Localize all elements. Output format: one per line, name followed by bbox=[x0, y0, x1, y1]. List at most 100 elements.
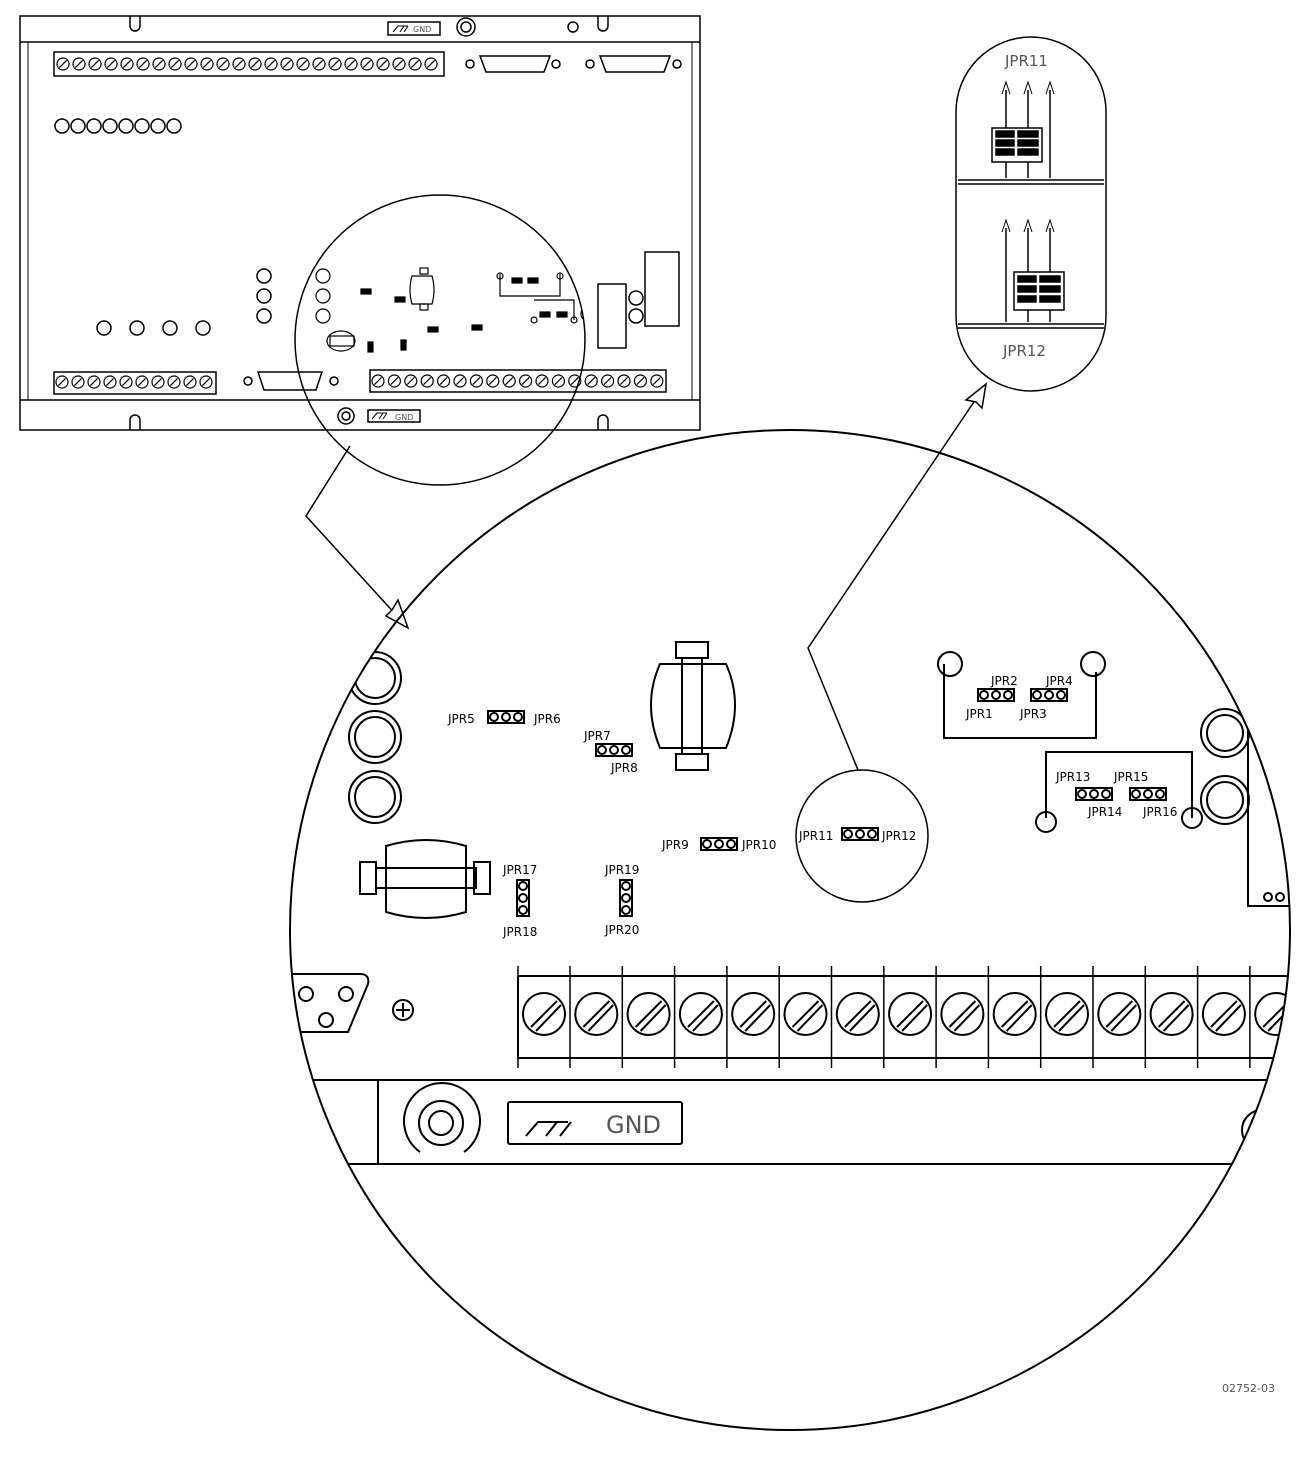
overview-terminal-screw bbox=[502, 374, 516, 388]
overview-terminal-screw bbox=[424, 57, 438, 71]
zoom-terminal-screw bbox=[835, 966, 885, 1068]
label-jpr16: JPR16 bbox=[1142, 805, 1177, 819]
label-jpr6: JPR6 bbox=[533, 712, 561, 726]
jumper-header-jpr17-18 bbox=[516, 879, 530, 917]
overview-terminal-screw bbox=[584, 374, 598, 388]
jumper-header-jpr13-14 bbox=[1075, 787, 1113, 801]
zoom-gnd-box bbox=[507, 1101, 683, 1145]
top-db9-right bbox=[585, 55, 682, 73]
zoom-circle bbox=[289, 429, 1291, 1431]
jumper-headers bbox=[487, 688, 1167, 917]
detail-arrow bbox=[807, 382, 988, 771]
zoom-terminal-screw bbox=[574, 966, 624, 1068]
overview-terminal-screw bbox=[328, 57, 342, 71]
label-jpr9: JPR9 bbox=[661, 838, 689, 852]
top-gnd-label-box bbox=[387, 21, 441, 36]
overview-terminal-screw bbox=[469, 374, 483, 388]
zoom-terminal-screw bbox=[888, 966, 937, 1068]
zoom-terminal-screw bbox=[940, 966, 990, 1068]
overview-terminal-screw bbox=[264, 57, 278, 71]
overview-terminal-screw bbox=[486, 374, 500, 388]
led bbox=[70, 118, 86, 134]
label-jpr12: JPR12 bbox=[881, 829, 916, 843]
overview-terminal-screw bbox=[232, 57, 246, 71]
overview-terminal-screw bbox=[404, 374, 418, 388]
led bbox=[118, 118, 134, 134]
zoom-terminal-screw bbox=[626, 966, 676, 1068]
led bbox=[166, 118, 182, 134]
label-jpr8: JPR8 bbox=[610, 761, 638, 775]
jpr11-header bbox=[958, 80, 1104, 185]
overview-terminal-screw bbox=[56, 57, 70, 71]
led bbox=[102, 118, 118, 134]
zoom-terminal-screw bbox=[1045, 966, 1094, 1068]
overview-terminal-screw bbox=[518, 374, 533, 388]
zoom-terminal-screw bbox=[992, 966, 1042, 1068]
top-db9-left bbox=[465, 55, 561, 73]
overview-terminal-screw bbox=[136, 57, 150, 71]
overview-terminal-screw bbox=[184, 57, 198, 71]
overview-terminal-screw bbox=[72, 57, 86, 71]
label-jpr20: JPR20 bbox=[604, 923, 639, 937]
overview-terminal-screw bbox=[360, 57, 374, 71]
overview-terminal-screw bbox=[152, 57, 166, 71]
small-zoom-circle bbox=[294, 194, 586, 486]
zoom-capacitor-vertical bbox=[650, 641, 736, 771]
label-jpr18: JPR18 bbox=[502, 925, 537, 939]
overview-terminal-screw bbox=[87, 375, 101, 389]
overview-terminal-screw bbox=[103, 375, 117, 389]
jpr11-detail-label: JPR11 bbox=[1004, 52, 1048, 70]
overview-terminal-screw bbox=[344, 57, 358, 71]
overview-terminal-screw bbox=[437, 374, 451, 388]
label-jpr14: JPR14 bbox=[1087, 805, 1122, 819]
jumper-header-jpr3-4 bbox=[1030, 688, 1068, 702]
label-jpr13: JPR13 bbox=[1055, 770, 1090, 784]
label-jpr2: JPR2 bbox=[990, 674, 1018, 688]
figure-id: 02752-03 bbox=[1222, 1382, 1275, 1395]
led-row bbox=[54, 118, 182, 134]
overview-terminal-screw bbox=[104, 57, 118, 71]
zoom-ground-stud bbox=[403, 1082, 481, 1153]
zoom-gnd-text: GND bbox=[606, 1111, 661, 1139]
overview-terminal-screw bbox=[151, 375, 165, 389]
jpr12-header bbox=[958, 218, 1104, 329]
zoom-terminal-screw bbox=[1201, 966, 1251, 1068]
label-jpr19: JPR19 bbox=[604, 863, 639, 877]
board-outline bbox=[19, 15, 701, 431]
overview-terminal-screw bbox=[633, 374, 648, 388]
overview-terminal-screw bbox=[371, 374, 385, 388]
label-jpr4: JPR4 bbox=[1045, 674, 1073, 688]
jumper-header-jpr9-10 bbox=[700, 837, 738, 851]
zoom-view: JPR2 JPR4 JPR1 JPR3 JPR5 JPR6 JPR7 JPR8 … bbox=[289, 429, 1291, 1431]
overview-terminal-screw bbox=[280, 57, 294, 71]
jumper-detail bbox=[955, 36, 1107, 392]
overview-terminal-screw bbox=[650, 374, 664, 388]
label-jpr5: JPR5 bbox=[447, 712, 475, 726]
zoom-terminal-screw bbox=[678, 966, 728, 1068]
jumper-header-jpr11-12 bbox=[841, 827, 879, 841]
overview-terminal-screw bbox=[119, 375, 133, 389]
overview-terminal-screw bbox=[312, 57, 326, 71]
overview-terminal-screw bbox=[55, 375, 69, 389]
overview-terminal-screw bbox=[168, 57, 182, 71]
zoom-terminal-screw bbox=[522, 966, 571, 1068]
overview-terminal-screw bbox=[617, 374, 631, 388]
zoom-capacitor-horizontal bbox=[359, 839, 491, 919]
jumper-header-jpr7-8 bbox=[595, 743, 633, 757]
top-ground-stud bbox=[456, 17, 476, 37]
label-jpr10: JPR10 bbox=[741, 838, 776, 852]
bottom-ground-stud bbox=[337, 407, 355, 425]
overview-terminal-screw bbox=[199, 375, 213, 389]
label-jpr11: JPR11 bbox=[798, 829, 833, 843]
zoom-terminal-block bbox=[517, 975, 1290, 1059]
overview-terminal-screw bbox=[167, 375, 181, 389]
overview-terminal-screw bbox=[183, 375, 197, 389]
jpr11-zoom-circle bbox=[795, 769, 929, 903]
overview-terminal-screw bbox=[392, 57, 406, 71]
top-gnd-text: GND bbox=[413, 25, 431, 34]
overview-terminal-screw bbox=[71, 375, 85, 389]
bottom-gnd-text: GND bbox=[395, 413, 413, 422]
label-jpr15: JPR15 bbox=[1113, 770, 1148, 784]
jumper-header-jpr19-20 bbox=[619, 879, 633, 917]
